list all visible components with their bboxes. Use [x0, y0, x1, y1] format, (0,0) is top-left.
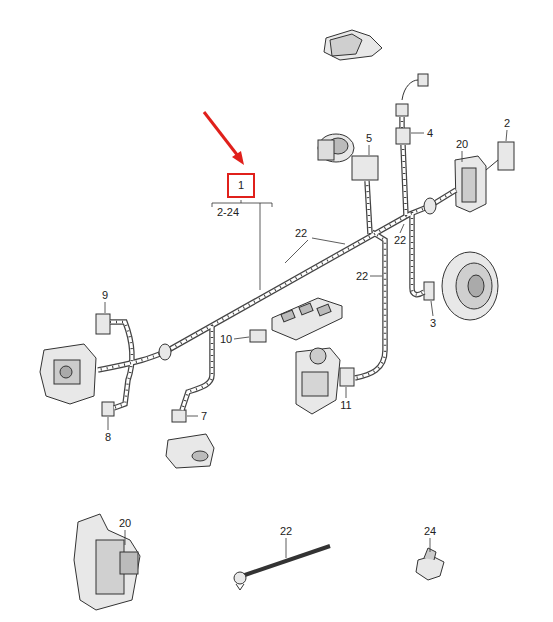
- callout-number: 4: [426, 127, 434, 140]
- callout-number: 3: [429, 317, 437, 330]
- callout-number: 2: [503, 117, 511, 130]
- callout-number: 10: [219, 333, 233, 346]
- reference-box: 1: [227, 173, 255, 198]
- harness-cable: [110, 322, 132, 408]
- grommet-sleeve: [159, 344, 171, 360]
- callout-number: 22: [279, 525, 293, 538]
- harness-cable: [401, 117, 404, 128]
- harness-cable: [182, 325, 212, 410]
- harness-cable: [412, 212, 424, 295]
- window-motor: [296, 348, 340, 414]
- harness-cable: [182, 325, 212, 410]
- wiring-harness: [98, 117, 456, 410]
- grommet-sleeve: [424, 198, 436, 214]
- harness-cable: [401, 117, 404, 128]
- connector: [96, 314, 110, 334]
- clip: [416, 556, 444, 580]
- connector: [352, 156, 378, 180]
- pointer-arrow: [204, 112, 244, 165]
- harness-cable: [165, 206, 430, 352]
- callout-number: 7: [200, 410, 208, 423]
- callout-number: 22: [294, 227, 308, 240]
- harness-cable: [165, 206, 430, 352]
- harness-cable: [182, 325, 212, 410]
- connector: [396, 128, 410, 144]
- connector: [498, 142, 514, 170]
- window-switch: [272, 298, 342, 340]
- leader-lines: [105, 130, 507, 558]
- harness-cable: [412, 212, 424, 295]
- callout-number: 1: [238, 180, 244, 191]
- callout-number: 5: [365, 132, 373, 145]
- harness-cable: [403, 145, 406, 216]
- harness-cable: [399, 117, 405, 128]
- connector: [250, 330, 266, 342]
- harness-cable: [355, 232, 385, 378]
- connector: [102, 402, 114, 416]
- callout-number: 11: [339, 399, 352, 412]
- harness-cable: [367, 181, 370, 234]
- connector: [172, 410, 186, 422]
- harness-cable: [403, 145, 406, 216]
- mirror-connector: [418, 74, 428, 86]
- speaker: [442, 252, 498, 320]
- switch-housing: [318, 134, 354, 162]
- door-lock: [40, 344, 96, 404]
- callout-number: 20: [118, 517, 132, 530]
- callout-number: 8: [104, 431, 112, 444]
- harness-cable: [367, 181, 370, 234]
- grommet: [74, 514, 140, 610]
- handle-lamp: [166, 434, 214, 468]
- harness-cable: [403, 145, 406, 216]
- connector: [340, 368, 354, 386]
- harness-cable: [165, 206, 430, 352]
- callout-number: 22: [355, 270, 369, 283]
- callout-number: 2-24: [216, 206, 240, 219]
- callout-number: 22: [393, 234, 407, 247]
- harness-cable: [110, 322, 132, 408]
- grommet: [455, 156, 486, 212]
- connector: [396, 104, 408, 116]
- harness-cable: [412, 212, 424, 295]
- harness-cable: [367, 181, 370, 234]
- harness-cable: [355, 232, 385, 378]
- harness-cable: [355, 232, 385, 378]
- callout-number: 24: [423, 525, 437, 538]
- mirror: [324, 30, 382, 60]
- callout-number: 20: [455, 138, 469, 151]
- connector: [424, 282, 434, 300]
- callout-number: 9: [101, 289, 109, 302]
